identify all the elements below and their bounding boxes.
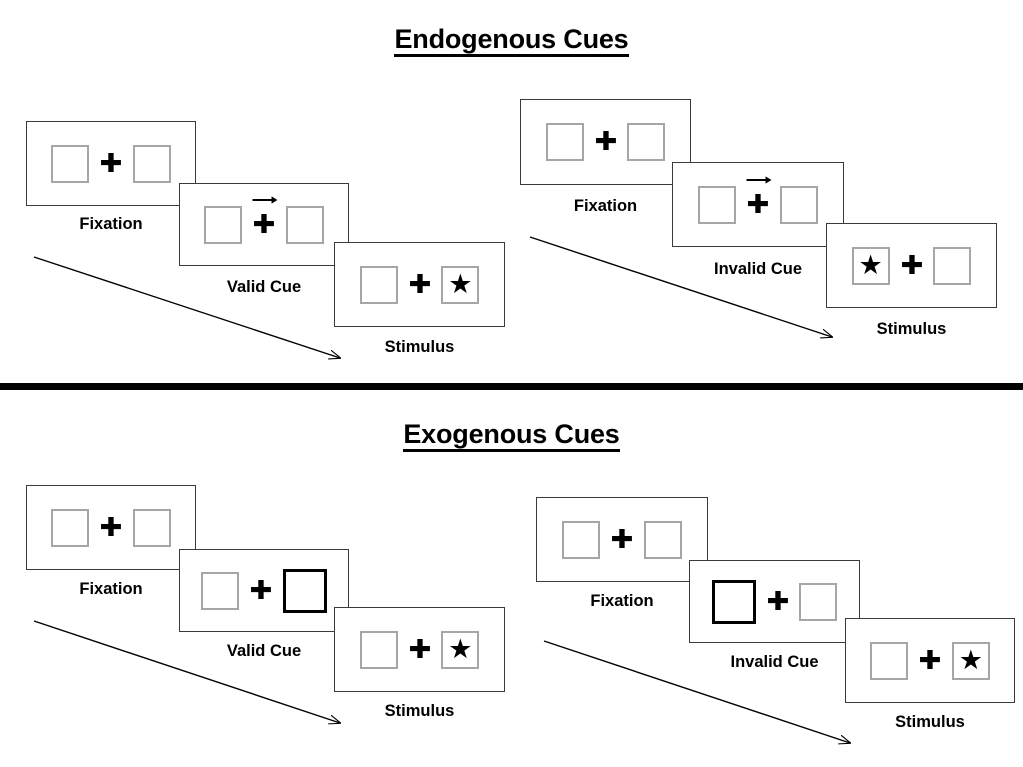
exogenous-section-title: Exogenous Cues — [0, 419, 1023, 453]
panel-exo-valid-fixation: ✚ — [26, 485, 196, 570]
fixation-cross-wrap: ✚ — [736, 175, 780, 220]
right-box — [285, 205, 324, 244]
left-box — [51, 144, 90, 183]
panel-endo-invalid-stimulus: ★ ✚ — [826, 223, 997, 308]
right-box — [799, 582, 838, 621]
frame-row: ✚ — [698, 175, 818, 224]
frame-row: ✚ ★ — [359, 265, 480, 304]
caption-endo-valid-cue: Valid Cue — [226, 278, 302, 296]
frame-row: ✚ ★ — [870, 641, 990, 680]
caption-endo-valid-stimulus: Stimulus — [384, 338, 455, 356]
fixation-cross-wrap: ✚ — [89, 515, 133, 541]
right-box: ★ — [441, 265, 480, 304]
fixation-cross-wrap: ✚ — [584, 129, 628, 155]
fixation-cross-wrap: ✚ — [756, 589, 800, 615]
star-icon: ★ — [858, 249, 883, 280]
panel-endo-valid-stimulus: ✚ ★ — [334, 242, 505, 327]
frame-row: ✚ — [51, 508, 171, 547]
caption-endo-invalid-cue: Invalid Cue — [713, 260, 803, 278]
timeline-arrow-exo-valid — [33, 620, 340, 723]
panel-endo-invalid-cue: ✚ — [672, 162, 844, 247]
caption-exo-invalid-fixation: Fixation — [590, 592, 654, 610]
right-box — [627, 123, 666, 161]
left-box — [562, 520, 601, 559]
left-box-cued — [711, 579, 756, 624]
frame-row: ✚ — [204, 195, 324, 244]
star-icon: ★ — [448, 268, 473, 299]
caption-exo-valid-cue: Valid Cue — [226, 642, 302, 660]
section-divider — [0, 383, 1023, 390]
right-box — [933, 246, 972, 285]
arrow-right-cue-icon — [252, 195, 278, 204]
panel-endo-valid-cue: ✚ — [179, 183, 349, 266]
star-icon: ★ — [958, 644, 983, 675]
left-box — [870, 641, 909, 680]
caption-exo-invalid-stimulus: Stimulus — [895, 713, 965, 731]
frame-row: ✚ — [562, 520, 682, 559]
fixation-cross-wrap: ✚ — [890, 253, 934, 279]
right-box — [132, 508, 171, 547]
fixation-cross-icon: ✚ — [900, 250, 923, 281]
fixation-cross-icon: ✚ — [252, 209, 276, 240]
caption-exo-valid-fixation: Fixation — [79, 580, 143, 598]
exogenous-title-text: Exogenous Cues — [403, 420, 620, 453]
frame-row: ✚ — [711, 579, 838, 624]
panel-exo-invalid-fixation: ✚ — [536, 497, 708, 582]
left-box — [545, 123, 584, 161]
caption-exo-invalid-cue: Invalid Cue — [730, 653, 819, 671]
left-box — [51, 508, 90, 547]
frame-row: ★ ✚ — [851, 246, 972, 285]
left-box — [201, 571, 240, 610]
endogenous-section-title: Endogenous Cues — [0, 24, 1023, 58]
star-icon: ★ — [448, 633, 473, 664]
fixation-cross-icon: ✚ — [408, 634, 431, 665]
caption-endo-invalid-stimulus: Stimulus — [876, 320, 947, 338]
fixation-cross-wrap: ✚ — [89, 151, 133, 177]
right-box — [132, 144, 171, 183]
panel-exo-valid-cue: ✚ — [179, 549, 349, 632]
frame-row: ✚ — [51, 144, 171, 183]
fixation-cross-icon: ✚ — [99, 148, 123, 179]
frame-row: ✚ ★ — [359, 630, 480, 669]
fixation-cross-icon: ✚ — [918, 645, 942, 676]
caption-exo-valid-stimulus: Stimulus — [384, 702, 455, 720]
fixation-cross-wrap: ✚ — [239, 578, 283, 604]
left-box: ★ — [851, 246, 890, 285]
panel-endo-invalid-fixation: ✚ — [520, 99, 691, 185]
right-box: ★ — [951, 641, 990, 680]
endogenous-title-text: Endogenous Cues — [394, 25, 629, 58]
fixation-cross-icon: ✚ — [408, 269, 431, 300]
panel-exo-valid-stimulus: ✚ ★ — [334, 607, 505, 692]
right-box-cued — [282, 568, 327, 613]
caption-endo-valid-fixation: Fixation — [79, 215, 143, 233]
left-box — [359, 265, 398, 304]
panel-exo-invalid-cue: ✚ — [689, 560, 860, 643]
right-box: ★ — [441, 630, 480, 669]
fixation-cross-wrap: ✚ — [600, 527, 644, 553]
fixation-cross-icon: ✚ — [594, 127, 617, 157]
frame-row: ✚ — [201, 568, 327, 613]
caption-endo-invalid-fixation: Fixation — [573, 197, 638, 215]
panel-endo-valid-fixation: ✚ — [26, 121, 196, 206]
fixation-cross-icon: ✚ — [766, 586, 789, 617]
fixation-cross-icon: ✚ — [249, 575, 273, 606]
fixation-cross-icon: ✚ — [610, 524, 634, 555]
fixation-cross-wrap: ✚ — [398, 637, 442, 663]
fixation-cross-wrap: ✚ — [908, 648, 952, 674]
fixation-cross-icon: ✚ — [99, 512, 123, 543]
left-box — [204, 205, 243, 244]
timeline-arrow-endo-invalid — [529, 236, 832, 337]
fixation-cross-wrap: ✚ — [398, 272, 442, 298]
right-box — [779, 185, 818, 224]
fixation-cross-wrap: ✚ — [242, 195, 286, 240]
panel-exo-invalid-stimulus: ✚ ★ — [845, 618, 1015, 703]
timeline-arrow-endo-valid — [33, 256, 340, 358]
fixation-cross-icon: ✚ — [746, 189, 770, 220]
left-box — [698, 185, 737, 224]
frame-row: ✚ — [545, 123, 666, 161]
left-box — [359, 630, 398, 669]
arrow-right-cue-icon — [746, 175, 772, 184]
right-box — [643, 520, 682, 559]
